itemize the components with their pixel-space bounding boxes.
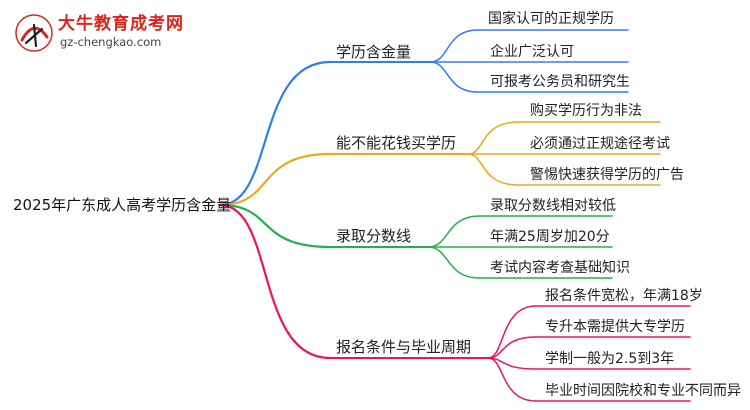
leaf-admission-score-2: 年满25周岁加20分 xyxy=(490,229,610,245)
logo-url: gz-chengkao.com xyxy=(60,35,162,49)
leaf-connector xyxy=(429,61,479,93)
leaf-connector xyxy=(467,153,519,186)
leaf-requirements-1: 报名条件宽松，年满18岁 xyxy=(545,288,703,304)
leaf-connector xyxy=(487,357,537,370)
branch-connector xyxy=(218,152,332,207)
branch-connector xyxy=(218,60,332,207)
leaf-requirements-3: 学制一般为2.5到3年 xyxy=(545,351,675,367)
branch-requirements-duration: 报名条件与毕业周期 xyxy=(336,338,472,356)
logo-title: 大牛教育成考网 xyxy=(58,14,184,34)
branch-degree-value: 学历含金量 xyxy=(336,43,412,61)
branch-connector xyxy=(218,203,332,360)
leaf-connector xyxy=(427,215,481,248)
leaf-degree-value-1: 国家认可的正规学历 xyxy=(488,11,614,27)
leaf-admission-score-1: 录取分数线相对较低 xyxy=(490,198,616,214)
leaf-connector xyxy=(487,357,537,402)
branch-buy-degree: 能不能花钱买学历 xyxy=(336,134,457,152)
leaf-buy-degree-1: 购买学历行为非法 xyxy=(530,103,642,119)
leaf-admission-score-3: 考试内容考查基础知识 xyxy=(490,260,630,276)
leaf-connector xyxy=(467,121,519,155)
leaf-connector xyxy=(487,336,537,359)
leaf-connector xyxy=(427,246,481,279)
leaf-connector xyxy=(429,29,479,63)
leaf-requirements-2: 专升本需提供大专学历 xyxy=(545,319,685,335)
leaf-degree-value-3: 可报考公务员和研究生 xyxy=(490,74,630,90)
leaf-degree-value-2: 企业广泛认可 xyxy=(490,44,574,60)
leaf-requirements-4: 毕业时间因院校和专业不同而异 xyxy=(545,383,741,399)
mindmap-root: 2025年广东成人高考学历含金量 xyxy=(13,196,232,214)
logo-badge-icon xyxy=(15,14,53,52)
branch-connector xyxy=(218,203,332,249)
leaf-connector xyxy=(487,305,537,359)
branch-admission-score: 录取分数线 xyxy=(336,227,412,245)
leaf-buy-degree-2: 必须通过正规途径考试 xyxy=(530,136,670,152)
leaf-buy-degree-3: 警惕快速获得学历的广告 xyxy=(530,167,684,183)
